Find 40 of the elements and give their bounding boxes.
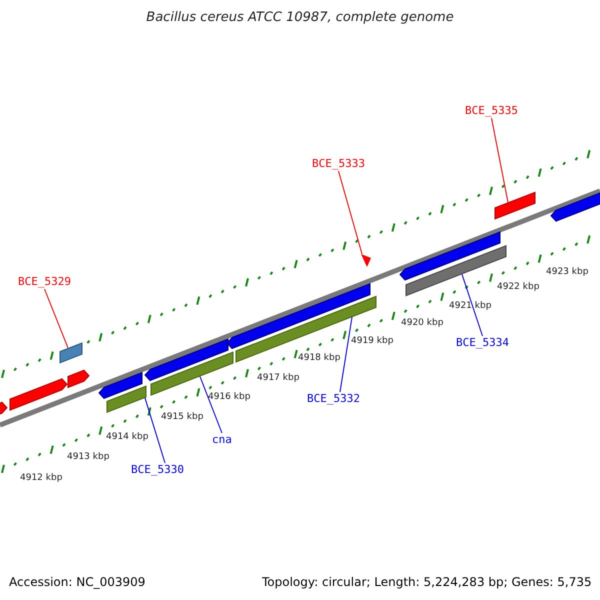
scale-label: 4913 kbp xyxy=(67,453,110,462)
gene-label: BCE_5333 xyxy=(312,158,365,169)
gene-marker xyxy=(361,254,371,267)
scale-label: 4914 kbp xyxy=(106,433,148,442)
leader-line xyxy=(338,170,362,254)
leader-line xyxy=(462,274,483,336)
gene-feature xyxy=(550,190,600,222)
chart-title: Bacillus cereus ATCC 10987, complete genome xyxy=(145,11,455,24)
scale-label: 4920 kbp xyxy=(401,319,444,328)
scale-label: 4921 kbp xyxy=(449,302,492,311)
leader-line xyxy=(144,397,166,464)
scale-label: 4915 kbp xyxy=(161,413,204,422)
scale-label: 4918 kbp xyxy=(298,354,340,363)
scale-label: 4919 kbp xyxy=(351,337,394,346)
gene-feature xyxy=(144,338,228,382)
gene-label: BCE_5329 xyxy=(18,276,71,287)
footer-text: Topology: circular; Length: 5,224,283 bp; Genes: 5,735 xyxy=(262,576,592,588)
gene-label: BCE_5332 xyxy=(307,393,360,404)
scale-label: 4917 kbp xyxy=(257,374,300,383)
leader-line xyxy=(340,316,352,392)
scale-label: 4923 kbp xyxy=(546,268,588,277)
gene-label: BCE_5335 xyxy=(465,105,518,116)
gene-feature xyxy=(68,370,90,388)
gene-label: BCE_5330 xyxy=(131,464,184,475)
gene-feature xyxy=(98,372,142,399)
footer-text: Accession: NC_003909 xyxy=(9,576,146,588)
scale-label: 4916 kbp xyxy=(208,393,250,402)
leader-line xyxy=(491,118,508,203)
gene-label: BCE_5334 xyxy=(456,337,509,348)
gene-bar xyxy=(236,296,376,363)
scale-label: 4922 kbp xyxy=(497,283,540,292)
leader-line xyxy=(200,376,222,434)
gene-bar xyxy=(494,192,536,220)
gene-label: cna xyxy=(212,434,232,445)
gene-box xyxy=(60,342,82,364)
gene-bar xyxy=(106,385,146,414)
gene-feature xyxy=(10,378,68,411)
gene-feature xyxy=(399,231,500,281)
scale-label: 4912 kbp xyxy=(20,474,62,483)
leader-line xyxy=(44,288,68,348)
